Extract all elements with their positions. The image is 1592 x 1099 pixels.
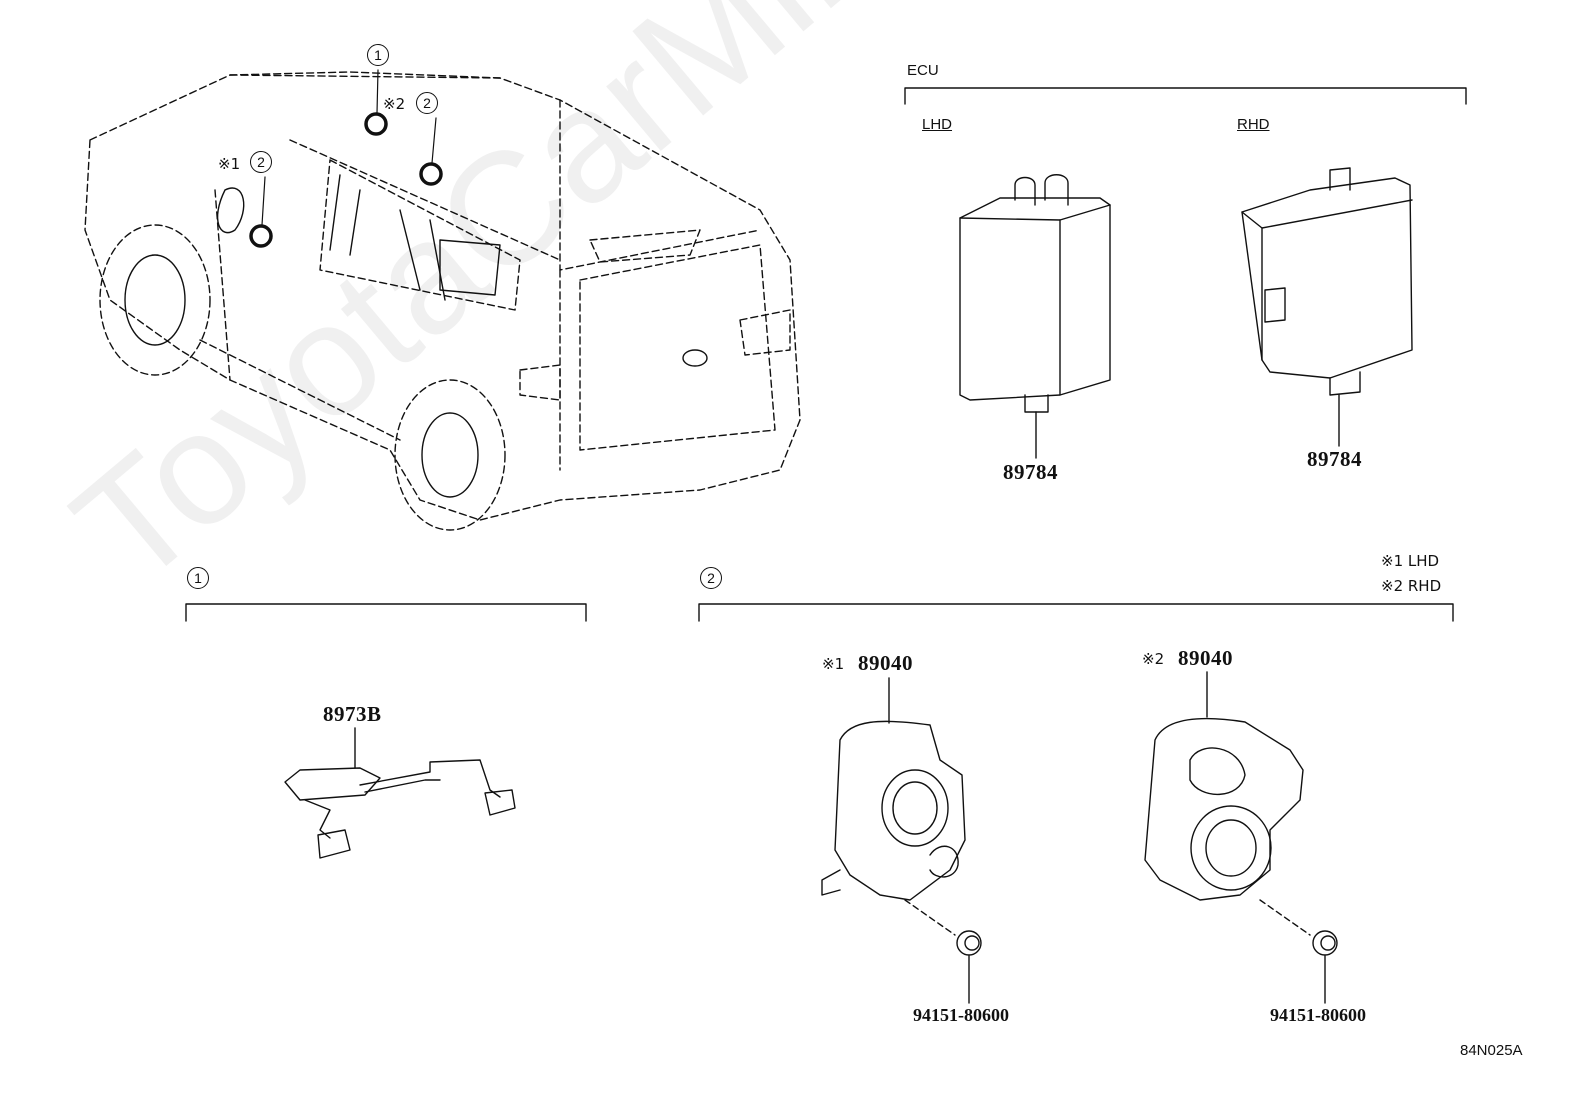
ecu-rhd-label: RHD: [1237, 116, 1270, 133]
callout-2-lhd: 2: [250, 151, 272, 173]
legend-rhd: ※2 RHD: [1381, 577, 1442, 595]
vehicle-illustration: [84, 71, 801, 521]
group1-index: 1: [187, 567, 209, 589]
callout-2-rhd: 2: [416, 92, 438, 114]
part-lhd-number: 89040: [858, 651, 913, 675]
legend-lhd: ※1 LHD: [1381, 552, 1440, 570]
vehicle-interior: [216, 174, 501, 301]
ecu-rhd-drawing: [1241, 167, 1413, 447]
ecu-title: ECU: [907, 62, 939, 79]
clip-rhd-number: 94151-80600: [1270, 1005, 1366, 1025]
part-lhd-mark: ※1: [822, 655, 845, 673]
ecu-rhd-part-number: 89784: [1307, 447, 1362, 471]
vehicle-callout-markers: [249, 112, 443, 248]
part-89040-lhd-drawing: [821, 677, 982, 1004]
part-rhd-number: 89040: [1178, 646, 1233, 670]
ecu-lhd-label: LHD: [922, 116, 953, 133]
harness-8973b-drawing: [284, 727, 516, 859]
ecu-bracket: [904, 87, 1467, 105]
part-rhd-mark: ※2: [1142, 650, 1165, 668]
group2-bracket: [698, 603, 1454, 622]
diagram-code: 84N025A: [1460, 1042, 1523, 1059]
clip-lhd-number: 94151-80600: [913, 1005, 1009, 1025]
group2-index: 2: [700, 567, 722, 589]
ecu-lhd-part-number: 89784: [1003, 460, 1058, 484]
group1-bracket: [185, 603, 587, 622]
vehicle-wheels: [99, 224, 708, 531]
part-89040-rhd-drawing: [1144, 671, 1338, 1004]
ecu-lhd-drawing: [959, 174, 1111, 459]
harness-part-number: 8973B: [323, 702, 382, 726]
callout-1: 1: [367, 44, 389, 66]
callout-mark-2: ※2: [383, 95, 406, 113]
callout-mark-1: ※1: [218, 155, 241, 173]
